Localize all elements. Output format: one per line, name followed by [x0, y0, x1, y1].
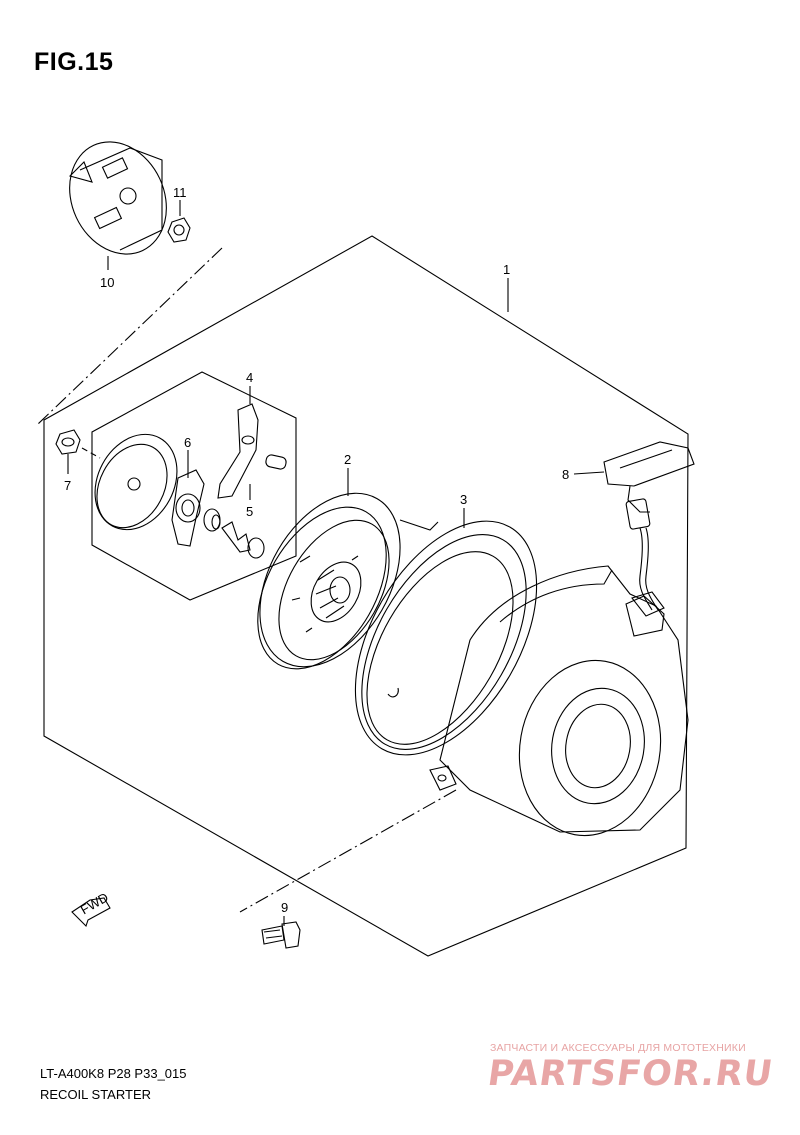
callout-11: 11: [173, 185, 187, 200]
leader-line-9: [239, 789, 457, 913]
leader-line-7: [81, 447, 101, 459]
guide-part-6: [171, 469, 205, 547]
subassembly-outline: [91, 371, 297, 601]
section-name: RECOIL STARTER: [40, 1087, 152, 1102]
assembly-outline: [43, 235, 689, 957]
callout-9: 9: [281, 900, 288, 915]
pin-part-5: [265, 454, 287, 470]
reel-part-2: [257, 492, 439, 670]
callout-leader-8: [573, 471, 605, 475]
bolt-part-9: [261, 921, 301, 949]
callout-8: 8: [562, 467, 569, 482]
handle-part-8: [603, 441, 695, 617]
watermark-tagline: ЗАПЧАСТИ И АКСЕССУАРЫ ДЛЯ МОТОТЕХНИКИ: [490, 1042, 746, 1054]
callout-1: 1: [503, 262, 510, 277]
callout-10: 10: [100, 275, 114, 290]
washer-plate: [94, 433, 178, 531]
model-code: LT-A400K8 P28 P33_015: [40, 1066, 187, 1081]
nut-part-7: [55, 429, 81, 455]
figure-title: FIG.15: [34, 48, 114, 76]
fwd-arrow-icon: [71, 897, 111, 928]
leader-line-10-11: [37, 247, 223, 425]
callout-2: 2: [344, 452, 351, 467]
spiral-spring-part-3: [354, 520, 538, 756]
nut-part-11: [167, 217, 191, 243]
starter-cup-part-10: [68, 141, 167, 255]
pawl-part-4: [217, 403, 259, 499]
callout-7: 7: [64, 478, 71, 493]
callout-6: 6: [184, 435, 191, 450]
callout-3: 3: [460, 492, 467, 507]
starter-case: [429, 565, 689, 837]
callout-5: 5: [246, 504, 253, 519]
spring-and-collars: [203, 508, 265, 559]
watermark-brand: PARTSFOR.RU: [485, 1054, 776, 1094]
callout-4: 4: [246, 370, 253, 385]
